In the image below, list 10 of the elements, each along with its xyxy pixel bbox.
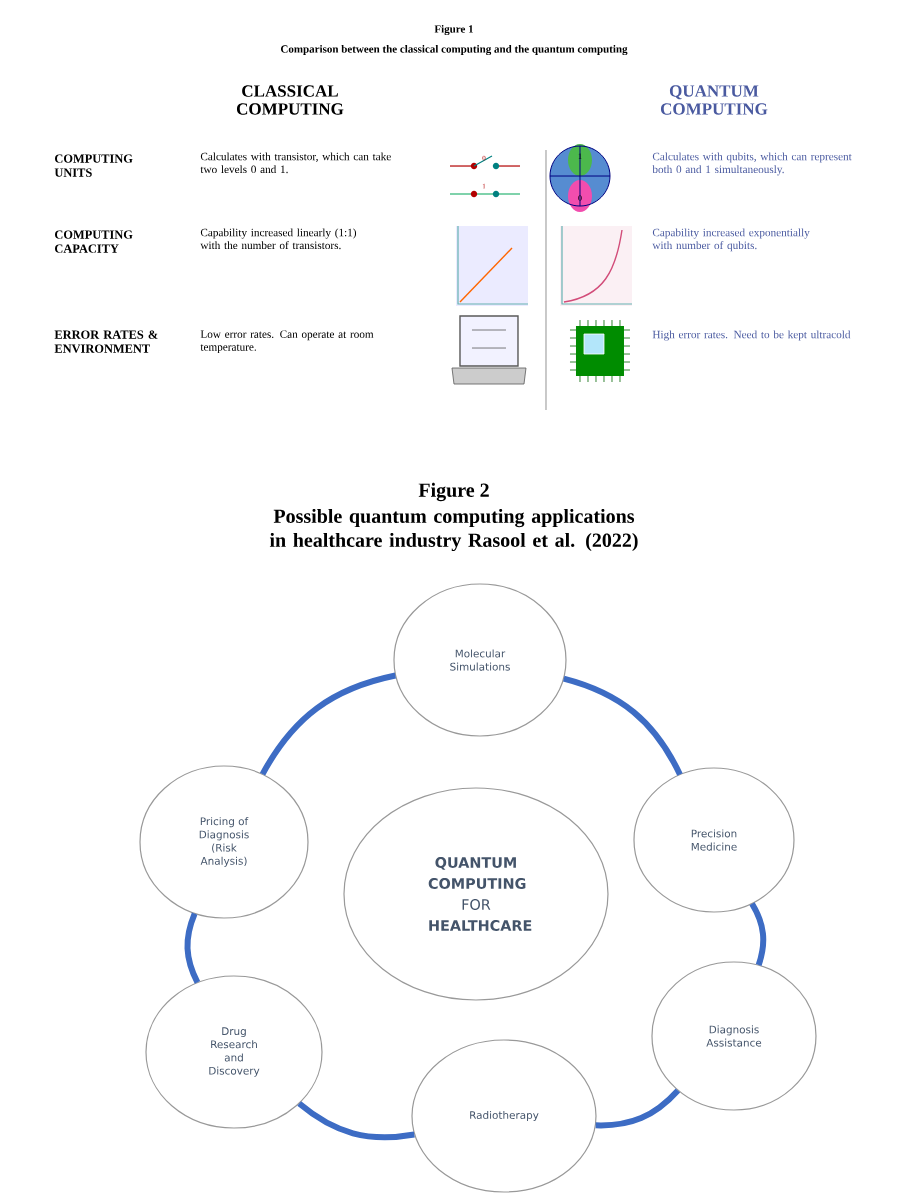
- column-heading: CLASSICAL COMPUTING: [237, 85, 344, 115]
- column-heading: QUANTUM COMPUTING: [660, 85, 768, 115]
- curved-connector: [184, 912, 201, 984]
- figure-title: Possible quantum computing applications in healthcare industry Rasool et al. (2022): [269, 508, 638, 552]
- curved-connector: [749, 902, 767, 966]
- curved-connector: [562, 675, 683, 776]
- curved-connector: [259, 672, 397, 776]
- curved-connector: [297, 1101, 415, 1141]
- figure-heading: Figure 2: [418, 482, 489, 502]
- curved-connector: [595, 1088, 681, 1129]
